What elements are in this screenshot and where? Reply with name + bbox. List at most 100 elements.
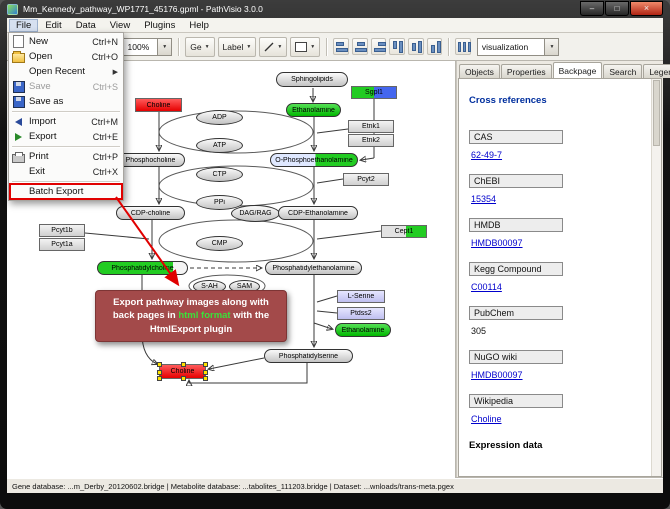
label-tool[interactable]: Label ▼ — [217, 36, 257, 57]
pathway-node-l-serine[interactable]: L-Serine — [337, 290, 385, 303]
pathway-node-phosphatidylethanolamine[interactable]: Phosphatidylethanolamine — [265, 261, 362, 275]
pathway-node-pcyt1b[interactable]: Pcyt1b — [39, 224, 85, 237]
selection-handle[interactable] — [157, 369, 162, 375]
menu-plugins[interactable]: Plugins — [144, 19, 176, 31]
pathway-node-o-phosphoethanolamine[interactable]: O-Phosphoethanolamine — [270, 153, 358, 167]
menu-item-shortcut: Ctrl+X — [92, 166, 118, 177]
menu-item-label: Import — [29, 116, 56, 127]
pathway-node-dag-rag[interactable]: DAG/RAG — [231, 205, 280, 222]
pathway-node-ctp[interactable]: CTP — [196, 167, 243, 182]
shape-tool[interactable]: ▼ — [290, 36, 321, 57]
node-label: CTP — [212, 171, 227, 178]
xref-link[interactable]: HMDB00097 — [471, 238, 523, 248]
align-right-button[interactable] — [370, 38, 387, 55]
scrollbar-thumb[interactable] — [653, 80, 660, 146]
file-menu-item-batch-export[interactable]: Batch Export — [9, 183, 123, 200]
xref-link[interactable]: 62-49-7 — [471, 150, 503, 160]
visualization-combobox[interactable]: visualization ▼ — [476, 37, 560, 56]
xref-link[interactable]: HMDB00097 — [471, 370, 523, 380]
selection-handle[interactable] — [157, 376, 162, 381]
pathway-node-phosphatidylcholine[interactable]: Phosphatidylcholine — [97, 261, 188, 275]
menu-item-label: Open — [29, 51, 53, 62]
align-top-button[interactable] — [389, 38, 405, 55]
distribute-button[interactable] — [455, 38, 472, 55]
pathway-node-etnk1[interactable]: Etnk1 — [348, 120, 394, 133]
menu-edit[interactable]: Edit — [45, 19, 62, 31]
pathway-node-phosphocholine[interactable]: Phosphocholine — [116, 153, 185, 167]
node-label: CDP-choline — [130, 209, 171, 217]
minimize-button[interactable]: – — [580, 1, 604, 16]
selection-handle[interactable] — [203, 376, 208, 381]
pathway-node-pcyt1a[interactable]: Pcyt1a — [39, 238, 85, 251]
gene-datanode-tool[interactable]: Ge ▼ — [185, 36, 215, 57]
selection-handle[interactable] — [180, 376, 186, 381]
pathway-node-cept1[interactable]: Cept1 — [381, 225, 427, 238]
menu-separator — [12, 181, 120, 182]
pathway-node-ethanolamine[interactable]: Ethanolamine — [335, 323, 391, 337]
toolbar-separator — [448, 37, 450, 56]
menu-data[interactable]: Data — [75, 19, 96, 31]
pathway-node-cmp[interactable]: CMP — [196, 236, 243, 251]
pathway-node-pcyt2[interactable]: Pcyt2 — [343, 173, 389, 186]
selection-handle[interactable] — [180, 362, 186, 367]
annotation-callout: Export pathway images along with back pa… — [95, 290, 287, 342]
tab-backpage[interactable]: Backpage — [552, 62, 603, 78]
printer-icon — [12, 151, 25, 163]
xref-link[interactable]: Choline — [471, 414, 502, 424]
pathway-node-cdp-ethanolamine[interactable]: CDP-Ethanolamine — [278, 206, 358, 220]
node-label: CDP-Ethanolamine — [288, 209, 348, 217]
menu-separator — [12, 111, 120, 112]
pathway-node-atp[interactable]: ATP — [196, 138, 243, 153]
align-center-button[interactable] — [351, 38, 368, 55]
zoom-combobox[interactable]: 100% ▼ — [122, 37, 173, 56]
tab-legend[interactable]: Legend — [643, 64, 670, 78]
label-tool-label: Label — [222, 41, 244, 52]
align-left-button[interactable] — [333, 38, 349, 55]
menu-item-shortcut: Ctrl+P — [92, 151, 118, 162]
page-icon — [12, 35, 25, 48]
selection-handle[interactable] — [203, 369, 208, 375]
pathway-node-phosphatidylserine[interactable]: Phosphatidylserine — [264, 349, 353, 363]
pathway-node-cdp-choline[interactable]: CDP-choline — [116, 206, 185, 220]
file-menu-item-open-recent[interactable]: Open Recent▶ — [10, 64, 122, 79]
pathway-node-ptdss2[interactable]: Ptdss2 — [337, 307, 385, 320]
pathway-node-sphingolipids[interactable]: Sphingolipids — [276, 72, 348, 87]
pathway-node-ethanolamine[interactable]: Ethanolamine — [286, 103, 341, 117]
selection-handle[interactable] — [157, 362, 162, 367]
menu-file[interactable]: File — [9, 18, 39, 32]
tab-properties[interactable]: Properties — [500, 64, 552, 78]
pathway-node-choline[interactable]: Choline — [135, 98, 182, 112]
visualization-caret-icon[interactable]: ▼ — [544, 38, 559, 55]
xref-link[interactable]: 15354 — [471, 194, 497, 204]
tab-search[interactable]: Search — [603, 64, 643, 78]
tab-objects[interactable]: Objects — [459, 64, 500, 78]
file-menu-item-save-as[interactable]: Save as — [10, 94, 122, 109]
pathway-node-sgpl1[interactable]: Sgpl1 — [351, 86, 397, 99]
floppy-icon — [12, 80, 25, 93]
close-button[interactable]: × — [630, 1, 663, 16]
line-tool[interactable]: ▼ — [259, 36, 288, 57]
menu-help[interactable]: Help — [189, 19, 209, 31]
selection-handle[interactable] — [203, 362, 208, 367]
titlebar[interactable]: Mm_Kennedy_pathway_WP1771_45176.gpml - P… — [0, 0, 670, 18]
sidebar-scrollbar[interactable] — [651, 79, 661, 476]
pathway-node-adp[interactable]: ADP — [196, 110, 243, 125]
align-bottom-button[interactable] — [426, 38, 443, 55]
pathway-node-etnk2[interactable]: Etnk2 — [348, 134, 394, 147]
pathway-node-choline[interactable]: Choline — [157, 362, 208, 381]
xref-link[interactable]: C00114 — [471, 282, 502, 292]
zoom-caret-icon[interactable]: ▼ — [157, 38, 172, 55]
align-middle-button[interactable] — [407, 38, 424, 55]
menu-view[interactable]: View — [109, 19, 131, 31]
maximize-button[interactable]: □ — [605, 1, 629, 16]
app-icon — [7, 3, 18, 15]
